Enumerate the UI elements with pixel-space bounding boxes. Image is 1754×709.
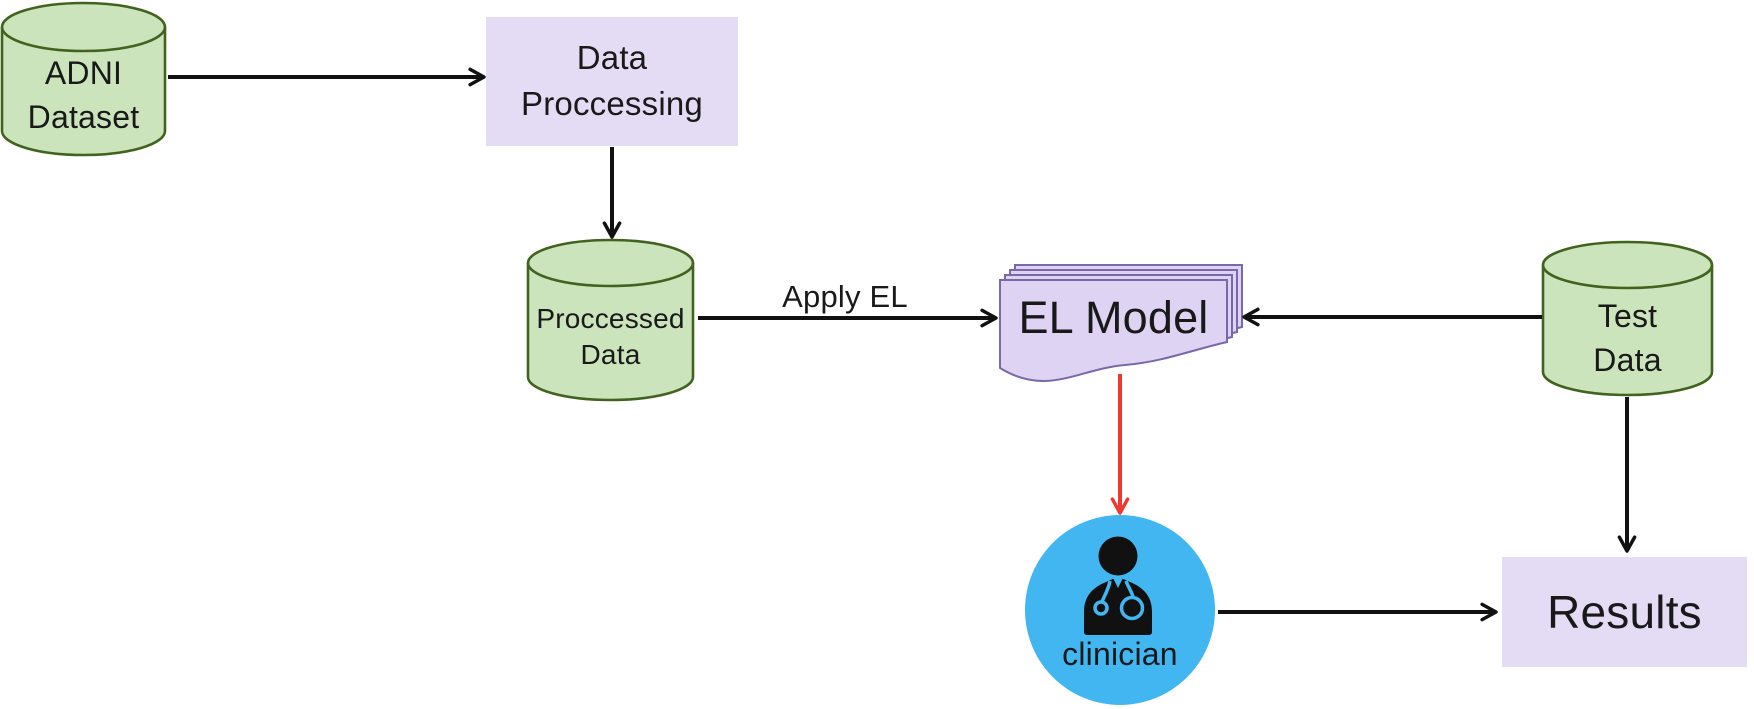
adni-cylinder-body xyxy=(0,1,167,157)
doctor-icon xyxy=(1084,536,1152,635)
apply-el-edge-label: Apply EL xyxy=(782,279,908,314)
node-results-box xyxy=(1502,557,1747,667)
stethoscope-bell xyxy=(1119,595,1145,621)
edges-layer xyxy=(168,67,1637,622)
test-data-label: Test Data xyxy=(1593,298,1662,378)
doctor-collar xyxy=(1113,578,1123,588)
node-test-data-cylinder xyxy=(1541,240,1714,397)
node-processed-data-cylinder xyxy=(526,238,695,402)
doctor-head xyxy=(1098,536,1138,576)
node-data-processing-box xyxy=(486,17,738,146)
processed-data-label: Proccessed Data xyxy=(536,303,685,370)
node-clinician-circle xyxy=(1025,515,1215,705)
el-model-label: EL Model xyxy=(1018,292,1209,343)
adni-cylinder-rim xyxy=(0,26,167,53)
results-label: Results xyxy=(1547,586,1702,638)
test-cylinder-body xyxy=(1541,240,1714,397)
processed-cylinder-rim xyxy=(526,262,695,288)
data-processing-label: Data Proccessing xyxy=(521,39,703,122)
processed-cylinder-body xyxy=(526,238,695,402)
el-model-page-front xyxy=(999,279,1228,382)
node-adni-dataset-cylinder xyxy=(0,1,167,157)
test-cylinder-rim xyxy=(1541,264,1714,290)
adni-dataset-label: ADNI Dataset xyxy=(27,55,140,135)
node-el-model-documents xyxy=(999,264,1243,382)
stethoscope-earpiece xyxy=(1093,600,1109,616)
doctor-torso xyxy=(1084,578,1152,635)
clinician-label: clinician xyxy=(1062,636,1178,672)
